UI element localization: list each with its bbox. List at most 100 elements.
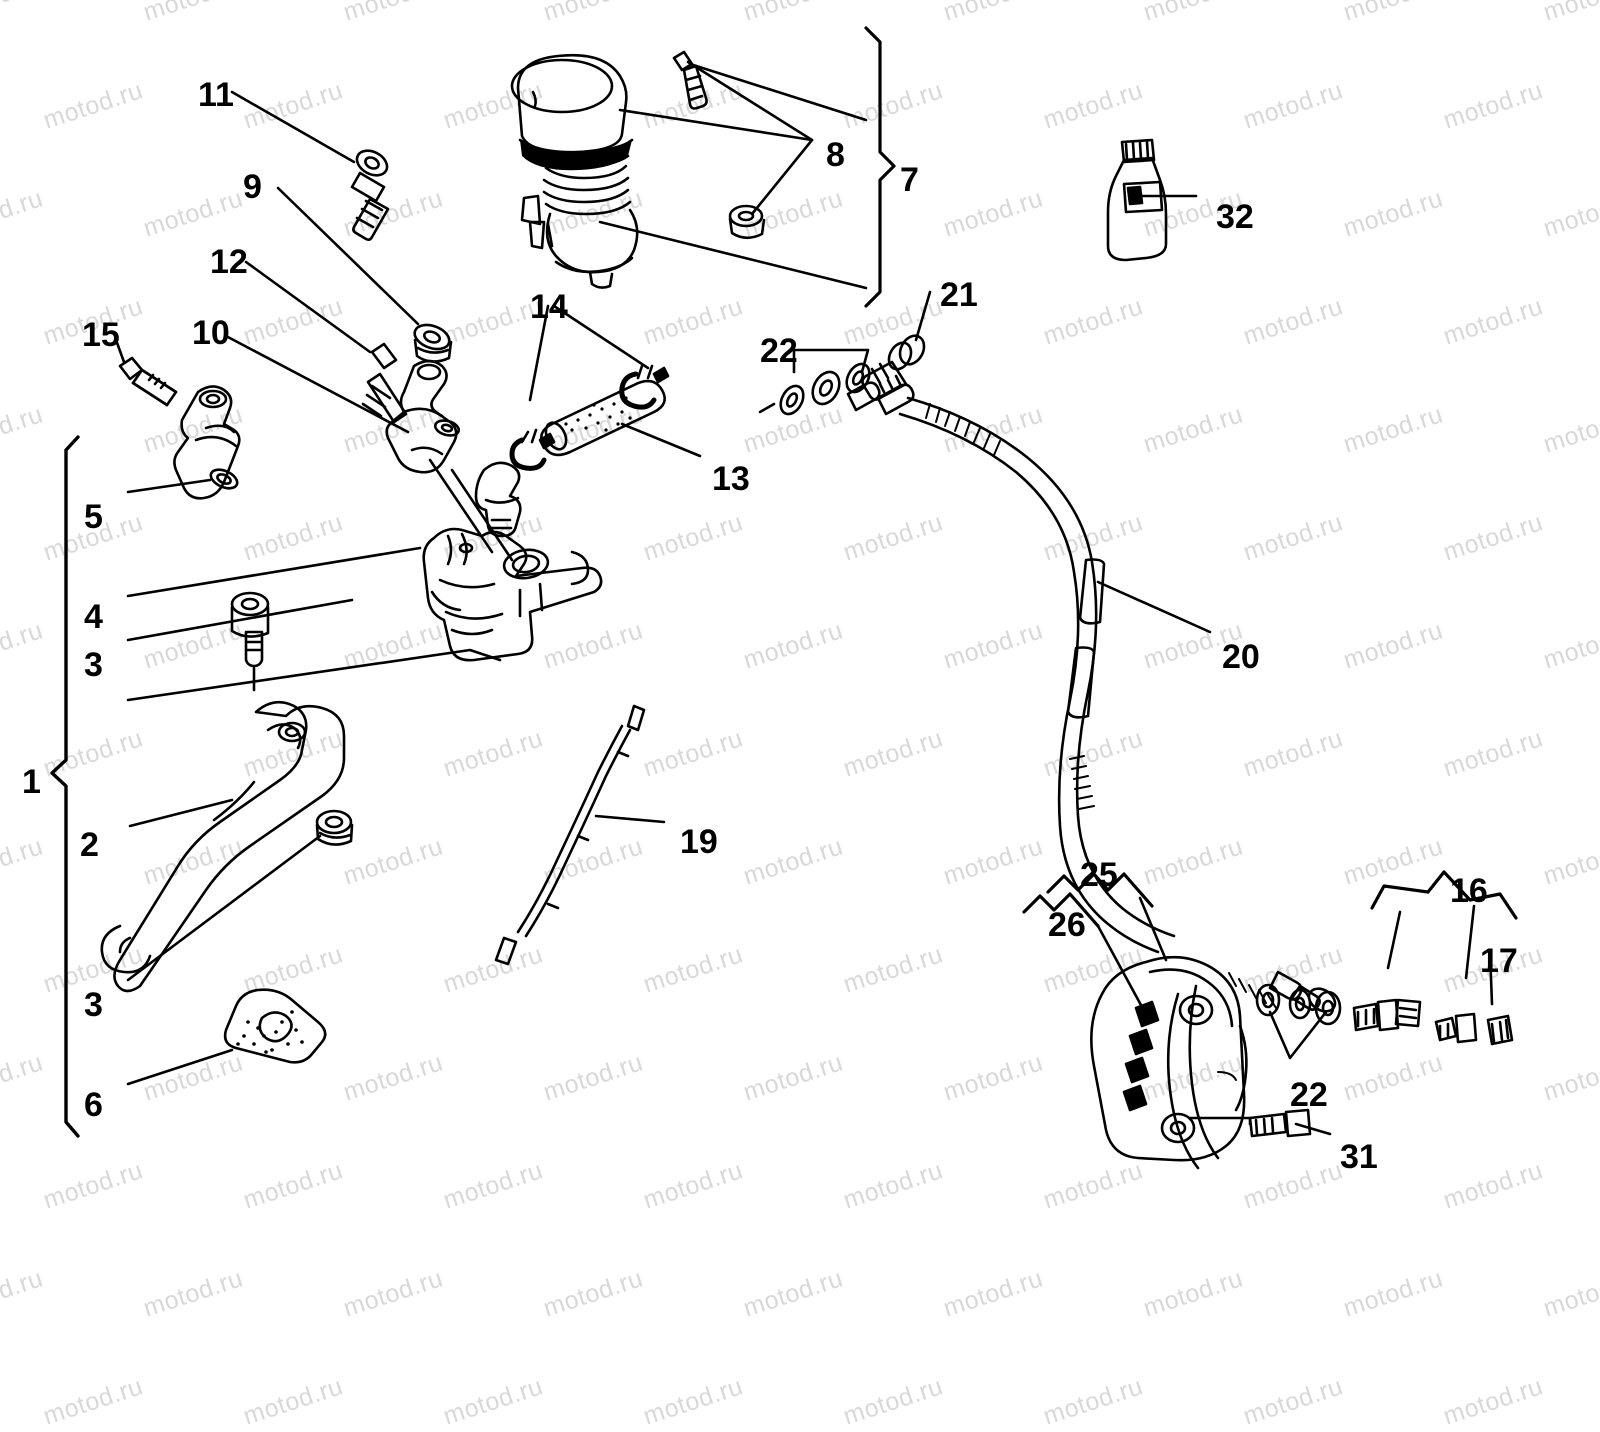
brace-group-1 — [50, 435, 80, 1138]
leader-19 — [594, 814, 666, 824]
part-14-clamp-right — [619, 364, 670, 410]
leader-6 — [126, 1048, 234, 1086]
part-20-brake-hose — [846, 374, 1337, 1013]
watermark-text: motod.ru — [40, 1372, 147, 1431]
watermark-text: motod.ru — [1440, 1372, 1547, 1431]
part-25-caliper-body — [1090, 955, 1248, 1170]
part-17-bleed-cap — [1486, 1014, 1514, 1046]
callout-clamp-holder: 5 — [84, 498, 103, 536]
watermark-text: motod.ru — [1040, 1372, 1147, 1431]
leader-7-top — [688, 62, 868, 122]
part-3-pivot-nut — [315, 809, 354, 846]
callout-bracket-plate: 10 — [192, 314, 230, 352]
callout-brake-pads: 26 — [1048, 906, 1086, 944]
callout-caliper-mounting-bolt: 31 — [1340, 1138, 1378, 1176]
part-10-bracket-plate — [385, 359, 461, 474]
leader-7-body — [598, 220, 868, 290]
watermark-text: motod.ru — [640, 1372, 747, 1431]
watermark-text: motod.ru — [1540, 1264, 1600, 1323]
part-13-rubber-hose — [540, 379, 666, 457]
leader-13 — [620, 422, 702, 458]
callout-hose-clamps: 14 — [530, 288, 568, 326]
callout-clamp-screw: 15 — [82, 316, 120, 354]
leader-3-top — [126, 598, 354, 642]
watermark-text: motod.ru — [240, 1372, 347, 1431]
leader-2 — [128, 798, 234, 828]
part-31-caliper-bolt — [1248, 1108, 1312, 1138]
callout-brake-lever-assembly-bracket: 1 — [22, 763, 41, 801]
part-15-clamp-screw — [118, 356, 178, 407]
leader-11 — [230, 90, 356, 164]
callout-bleeder-fittings-set: 16 — [1450, 872, 1488, 910]
callout-brake-fluid-bottle: 32 — [1216, 198, 1254, 236]
watermark-text: motod.ru — [440, 1372, 547, 1431]
part-3-pivot-bolt — [230, 591, 270, 692]
part-8-diaphragm — [518, 138, 634, 171]
leader-12 — [244, 260, 372, 354]
brace-25 — [1046, 872, 1154, 908]
callout-pivot-nut: 3 — [84, 986, 103, 1024]
part-5-clamp-holder — [173, 385, 241, 500]
brace-26-inner — [1022, 892, 1100, 928]
part-16-union-bolt — [1352, 998, 1422, 1032]
callout-reservoir-cap-screws: 8 — [826, 136, 845, 174]
watermark-text: motod.ru — [840, 1372, 947, 1431]
part-16-bleed-screw — [1434, 1012, 1478, 1044]
watermark-text: motod.ru — [540, 1264, 647, 1323]
callout-master-cylinder-body: 4 — [84, 598, 103, 636]
part-22-washers-upper — [758, 362, 871, 416]
part-7-reservoir-body — [520, 154, 639, 289]
watermark-text: motod.ru — [140, 1264, 247, 1323]
leader-15 — [114, 338, 126, 364]
part-22-washers-lower — [1255, 983, 1342, 1026]
leader-4 — [126, 546, 422, 598]
brace-16-right — [1426, 870, 1518, 920]
leader-10 — [224, 334, 410, 434]
watermark-text: motod.ru — [740, 1264, 847, 1323]
part-32-fluid-bottle — [1106, 138, 1168, 262]
brace-16-left — [1370, 884, 1430, 910]
callout-brake-lever: 2 — [80, 826, 99, 864]
watermark-text: motod.ru — [1340, 1264, 1447, 1323]
leader-17 — [1488, 950, 1494, 1006]
leader-8-screw2 — [750, 138, 814, 216]
callout-sealing-washers-upper: 22 — [760, 332, 798, 370]
leader-mc-b — [450, 468, 514, 562]
leader-8-screw1 — [686, 60, 814, 142]
leader-16-b — [1464, 904, 1476, 980]
watermark-text: motod.ru — [940, 1264, 1047, 1323]
brace-group-7 — [864, 26, 896, 308]
part-8-screw-upper — [672, 50, 708, 110]
leader-mc-a — [428, 458, 494, 554]
callout-brake-hose: 20 — [1222, 638, 1260, 676]
leader-5 — [126, 478, 212, 494]
watermark-text: motod.ru — [1240, 1372, 1347, 1431]
callout-caliper-assembly: 25 — [1080, 856, 1118, 894]
callout-screw: 12 — [210, 243, 248, 281]
leader-8-cap — [618, 108, 814, 142]
leader-25 — [1138, 896, 1168, 962]
callout-rubber-hose: 13 — [712, 460, 750, 498]
callout-reservoir-cap-assembly: 7 — [900, 161, 919, 199]
watermark-text: motod.ru — [1140, 1264, 1247, 1323]
part-4-master-cylinder — [422, 461, 603, 662]
callout-brake-switch-cable: 19 — [680, 823, 718, 861]
part-6-lever-holder — [223, 988, 327, 1064]
leader-14-b — [552, 304, 650, 370]
callout-bleeder-cap: 17 — [1480, 942, 1518, 980]
leader-16-a — [1386, 910, 1402, 970]
leader-20 — [1096, 580, 1212, 634]
part-8-screw-lower — [728, 204, 766, 240]
callout-lever-holder-bracket: 6 — [84, 1086, 103, 1124]
watermark-text: motod.ru — [340, 1264, 447, 1323]
leader-9 — [276, 186, 420, 326]
caliper-detail — [1217, 1071, 1237, 1081]
callout-clamp-bolt: 11 — [198, 76, 234, 114]
diagram-artwork — [50, 26, 1518, 1170]
callout-pivot-bolt: 3 — [84, 646, 103, 684]
callout-sealing-washers-lower: 22 — [1290, 1076, 1328, 1114]
part-26-brake-pads — [1122, 1000, 1160, 1112]
leader-22-upper — [792, 348, 870, 374]
part-2-brake-lever — [100, 700, 346, 993]
